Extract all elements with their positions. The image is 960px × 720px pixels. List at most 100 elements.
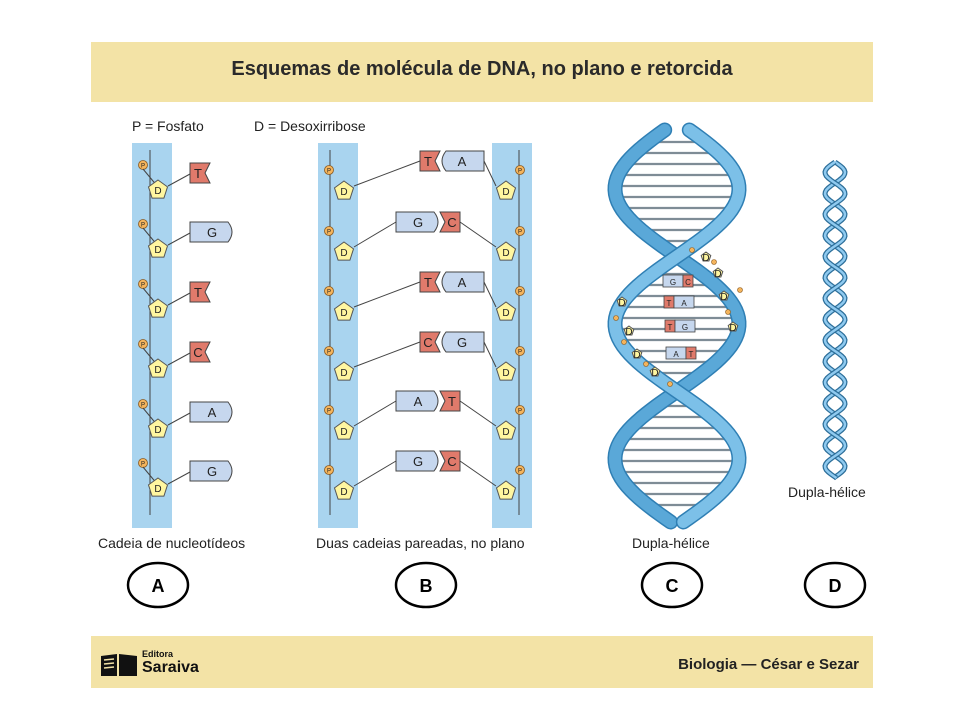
sugar-letter: D	[502, 427, 509, 438]
helix-phosphate-dot	[689, 247, 695, 253]
sugar-letter: D	[651, 368, 658, 379]
page-title: Esquemas de molécula de DNA, no plano e …	[231, 58, 733, 80]
base-letter: A	[208, 405, 217, 420]
base-letter: T	[689, 350, 694, 359]
base-letter: G	[207, 225, 217, 240]
base-letter: A	[681, 299, 687, 308]
sugar-pentagon	[718, 290, 730, 301]
legend-phosphate: P = Fosfato	[132, 118, 204, 134]
phosphate-bl-1: P	[324, 226, 334, 236]
helix-sugar-1: D	[623, 325, 635, 338]
mini-strand-1	[823, 160, 847, 480]
sugar-base-bond	[167, 173, 191, 187]
phosphate-circle	[324, 346, 334, 356]
right-sugar-bond	[483, 341, 497, 368]
base-shape	[439, 211, 461, 233]
panel-b-letter: B	[420, 576, 433, 596]
sugar-bl-3: D	[333, 361, 355, 381]
phosphate-letter: P	[141, 403, 145, 409]
sugar-base-bond	[167, 292, 191, 306]
sugar-a-1: D	[147, 238, 169, 258]
phosphate-a-3: P	[138, 339, 148, 349]
phosphate-a-0: P	[138, 160, 148, 170]
base-a-4: A	[189, 401, 233, 423]
helix-strand-front	[609, 124, 745, 528]
book-credit: Biologia — César e Sezar	[678, 656, 859, 673]
left-sugar-bond	[353, 221, 397, 248]
sugar-bl-1: D	[333, 241, 355, 261]
sugar-pentagon	[495, 420, 517, 440]
sugar-pentagon	[333, 301, 355, 321]
publisher-small-text: Editora	[142, 649, 174, 659]
base-shape	[395, 390, 439, 412]
sugar-letter: D	[154, 425, 161, 436]
sugar-pentagon	[333, 361, 355, 381]
sugar-letter: D	[340, 248, 347, 259]
panel-c-caption: Dupla-hélice	[632, 535, 710, 551]
sugar-pentagon	[147, 298, 169, 318]
sugar-br-5: D	[495, 480, 517, 500]
phosphate-circle	[515, 165, 525, 175]
phosphate-letter: P	[518, 409, 522, 415]
phosphate-br-4: P	[515, 405, 525, 415]
sugar-pentagon	[147, 179, 169, 199]
base-letter: T	[194, 166, 202, 181]
base-a-3: C	[189, 341, 211, 363]
sugar-a-0: D	[147, 179, 169, 199]
sugar-a-3: D	[147, 358, 169, 378]
base-letter: A	[458, 154, 467, 169]
sugar-a-5: D	[147, 477, 169, 497]
base-br-2: A	[441, 271, 485, 293]
helix-sugar-3: D	[649, 366, 661, 379]
phosphate-letter: P	[327, 409, 331, 415]
panel-d-double-helix	[822, 159, 848, 481]
phosphate-circle	[324, 226, 334, 236]
left-sugar-bond	[353, 281, 421, 308]
phosphate-circle	[324, 405, 334, 415]
helix-phosphate-dot	[621, 339, 627, 345]
sugar-pentagon	[495, 361, 517, 381]
base-letter: G	[207, 464, 217, 479]
base-shape	[419, 331, 441, 353]
sugar-letter: D	[502, 187, 509, 198]
base-shape	[439, 390, 461, 412]
right-sugar-bond	[459, 221, 497, 248]
base-shape	[682, 274, 694, 288]
sugar-letter: D	[340, 487, 347, 498]
sugar-letter: D	[340, 427, 347, 438]
panel-b-caption: Duas cadeias pareadas, no plano	[316, 535, 525, 551]
panel-a-letter: A	[152, 576, 165, 596]
phosphate-circle	[324, 165, 334, 175]
base-letter: A	[673, 350, 679, 359]
legend-deoxyribose: D = Desoxirribose	[254, 118, 366, 134]
base-br-1: C	[439, 211, 461, 233]
sugar-pentagon	[495, 180, 517, 200]
sugar-letter: D	[633, 350, 640, 361]
phosphate-a-1: P	[138, 219, 148, 229]
base-shape	[685, 346, 697, 360]
right-sugar-bond	[459, 400, 497, 427]
base-shape	[395, 211, 439, 233]
sugar-base-bond	[167, 471, 191, 485]
sugar-base-bond	[167, 352, 191, 366]
sugar-base-bond	[167, 232, 191, 246]
sugar-br-4: D	[495, 420, 517, 440]
base-shape	[441, 271, 485, 293]
phosphate-circle	[515, 226, 525, 236]
sugar-letter: D	[502, 368, 509, 379]
phosphate-letter: P	[518, 469, 522, 475]
helix-sugar-0: D	[616, 296, 628, 309]
base-letter: T	[194, 285, 202, 300]
base-letter: C	[193, 345, 202, 360]
sugar-pentagon	[616, 296, 628, 307]
helix-sugar-5: D	[712, 267, 724, 280]
sugar-pentagon	[631, 348, 643, 359]
sugar-a-4: D	[147, 418, 169, 438]
phosphate-br-3: P	[515, 346, 525, 356]
helix-phosphate-dot	[737, 287, 743, 293]
